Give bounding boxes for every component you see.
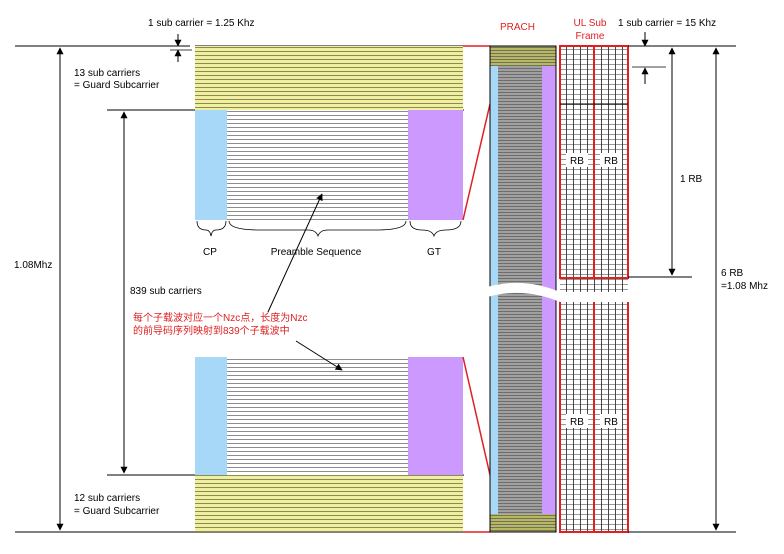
cp-block-upper [195, 110, 227, 220]
cp-brace [196, 220, 227, 237]
annotation-arrow-upper [267, 193, 323, 313]
rb-label-lower-right: RB [604, 417, 618, 428]
preamble-lines-lower [227, 357, 408, 475]
preamble-lines-upper [227, 110, 408, 220]
cp-label: CP [203, 247, 217, 258]
break-gap [484, 282, 630, 302]
rb-label-upper-right: RB [604, 156, 618, 167]
rb-outline-ur-1 [593, 45, 629, 279]
one-rb-label: 1 RB [680, 174, 703, 185]
guard-band-bottom-lines [195, 475, 463, 532]
guard-band-top-lines [195, 46, 463, 110]
gt-label: GT [427, 247, 441, 258]
gt-block-upper [408, 110, 463, 220]
guard-top-label-1: 13 sub carriers [74, 68, 140, 79]
rb-label-upper-left: RB [570, 156, 584, 167]
ul-sub-label-2: Frame [576, 31, 605, 42]
preamble-label: Preamble Sequence [271, 247, 362, 258]
annotation-arrow-lower [295, 340, 343, 371]
prach-label: PRACH [500, 22, 535, 33]
subcarrier-1-25-label: 1 sub carrier = 1.25 Khz [148, 18, 254, 29]
gt-brace [409, 220, 462, 238]
cp-block-lower [195, 357, 227, 475]
six-rb-label-2: =1.08 Mhz [721, 281, 768, 292]
ul-sub-label-1: UL Sub [574, 18, 607, 29]
annotation-line-2: 的前导码序列映射到839个子载波中 [133, 324, 290, 337]
guard-bottom-label-1: 12 sub carriers [74, 493, 140, 504]
guard-bottom-label-2: = Guard Subcarrier [74, 506, 160, 517]
subcarrier-15-label: 1 sub carrier = 15 Khz [618, 18, 716, 29]
bw-left-label: 1.08Mhz [14, 260, 52, 271]
gt-block-lower [408, 357, 463, 475]
preamble-brace [228, 220, 407, 238]
guard-top-label-2: = Guard Subcarrier [74, 80, 160, 91]
annotation-line-1: 每个子载波对应一个Nzc点，长度为Nzc [133, 311, 307, 324]
zoom-line-upper [462, 103, 491, 221]
sub839-label: 839 sub carriers [130, 286, 202, 297]
six-rb-label-1: 6 RB [721, 268, 744, 279]
rb-label-lower-left: RB [570, 417, 584, 428]
zoom-line-lower [462, 356, 491, 476]
